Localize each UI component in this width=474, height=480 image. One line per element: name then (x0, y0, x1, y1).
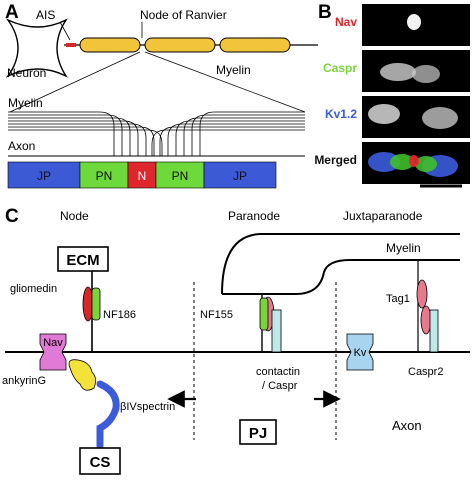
domain-segment-bar: JP PN N PN JP (7, 161, 277, 189)
zoom-line-right (144, 51, 306, 113)
panel-c-letter: C (5, 206, 19, 227)
axon-detail-label: Axon (8, 139, 35, 153)
panel-a: A AIS Node of Ranvier Neuron Myelin Myel… (5, 2, 318, 189)
merged-green-left (390, 154, 414, 170)
pj-box (239, 419, 277, 445)
panel-c: C Node Paranode Juxtaparanode Myelin ECM… (2, 206, 470, 475)
gliomedin-label: gliomedin (10, 283, 57, 295)
kv-signal-left (368, 104, 400, 124)
neuron-label: Neuron (7, 66, 46, 80)
ais-label: AIS (36, 8, 55, 22)
axon-c-label: Axon (392, 418, 422, 433)
beta-iv-spectrin-shape (96, 380, 120, 450)
domain-segment-label-1: JP (37, 169, 51, 183)
gliomedin-shape (82, 286, 94, 322)
ankyrin-g-label: ankyrinG (2, 375, 46, 387)
kv-label: Kv (354, 347, 367, 359)
myelin-lamella-left (8, 129, 163, 156)
nf155-label: NF155 (200, 309, 233, 321)
domain-segment-label-4: PN (172, 169, 189, 183)
cs-label: CS (90, 454, 111, 471)
cs-box (79, 447, 121, 475)
domain-segment-label-3: N (138, 169, 147, 183)
domain-segment-2 (79, 161, 129, 189)
channel-label-3: Kv1.2 (325, 107, 357, 121)
myelin-inner-wrap (222, 259, 460, 295)
kv-signal-right (422, 107, 458, 129)
myelin-c-label: Myelin (386, 241, 421, 255)
nf186-label: NF186 (103, 309, 136, 321)
pj-label: PJ (249, 425, 267, 442)
domain-segment-5 (203, 161, 277, 189)
neuron-soma-outline (5, 18, 68, 78)
caspr2-shape (429, 309, 439, 353)
myelin-segment-2 (144, 37, 216, 53)
channel-label-4: Merged (314, 153, 357, 167)
beta-iv-spectrin-label: βIVspectrin (120, 401, 175, 413)
caspr-shape (271, 309, 282, 353)
node-of-ranvier-label: Node of Ranvier (140, 8, 227, 22)
caspr2-label: Caspr2 (408, 366, 443, 378)
domain-segment-label-5: JP (233, 169, 247, 183)
myelin-segment-3 (219, 37, 291, 53)
nav-channel (39, 333, 67, 371)
channel-label-1: Nav (335, 15, 357, 29)
nav-label: Nav (43, 337, 63, 349)
myelin-lamella-right (151, 129, 305, 156)
nf186-shape (91, 287, 101, 321)
caspr-signal-left (380, 63, 416, 81)
myelin-label: Myelin (216, 63, 251, 77)
ecm-box (57, 246, 109, 272)
myelin-lamella-right (175, 120, 305, 156)
merged-red (409, 155, 419, 167)
panel-b-letter: B (318, 2, 332, 23)
channel-label-2: Caspr (323, 61, 357, 75)
tag1-shape-lower (420, 305, 432, 335)
ecm-label: ECM (66, 252, 99, 269)
myelin-lamella-right (199, 111, 305, 156)
nav-signal (407, 14, 421, 30)
myelin-detail-label: Myelin (8, 96, 43, 110)
myelin-lamella-right (159, 126, 305, 156)
ais-pointer (59, 21, 71, 41)
contactin-label-line1: contactin (256, 366, 300, 378)
myelin-outer-wrap (221, 233, 460, 295)
domain-segment-label-2: PN (96, 169, 113, 183)
merged-blue-left (368, 152, 400, 172)
nf155-shape (259, 297, 269, 331)
myelin-segment-1 (79, 37, 141, 53)
tag1-shape-upper (416, 279, 428, 309)
myelin-lamella-right (167, 123, 305, 156)
kv-channel (346, 333, 374, 371)
paranode-title: Paranode (228, 209, 280, 223)
panel-a-letter: A (5, 2, 19, 23)
merged-green-right (415, 156, 437, 172)
juxtaparanode-title: Juxtaparanode (343, 209, 423, 223)
contactin-label-line2: / Caspr (262, 380, 298, 392)
ankyrin-g-shape (68, 359, 96, 391)
zoom-line-left (9, 51, 141, 113)
ais-segment (66, 43, 76, 47)
myelin-lamellae (8, 111, 305, 157)
caspr-signal-right (412, 65, 440, 83)
node-title: Node (60, 209, 89, 223)
tag1-label: Tag1 (386, 293, 410, 305)
